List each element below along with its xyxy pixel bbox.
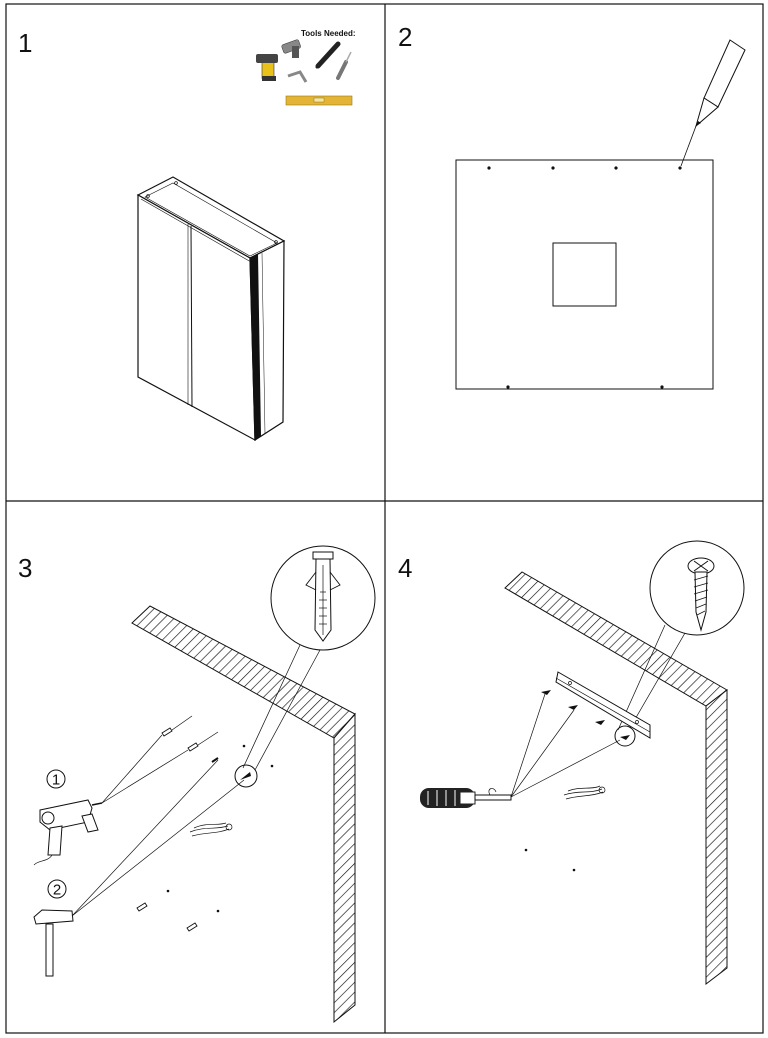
panel-step-1: 1 Tools Needed: bbox=[18, 28, 356, 442]
mounting-bracket bbox=[555, 671, 651, 739]
cable-wires-icon bbox=[189, 822, 233, 837]
step-number-2: 2 bbox=[398, 22, 412, 52]
callout-number-2: 2 bbox=[53, 882, 61, 899]
step-callout-2: 2 bbox=[47, 879, 67, 899]
medicine-cabinet-drawing bbox=[136, 176, 286, 442]
panel-step-2: 2 bbox=[398, 22, 746, 390]
screw-detail bbox=[614, 540, 745, 747]
screwdriver-icon bbox=[420, 693, 621, 808]
cable-wires-icon bbox=[563, 785, 606, 800]
spirit-level-icon bbox=[285, 95, 353, 106]
hammer-icon bbox=[33, 759, 245, 977]
wall-plug-detail bbox=[234, 545, 376, 788]
step-number-3: 3 bbox=[18, 553, 32, 583]
allen-wrench-icon bbox=[287, 70, 308, 83]
callout-number-1: 1 bbox=[52, 772, 60, 789]
drill-icon bbox=[33, 734, 189, 866]
step-number-4: 4 bbox=[398, 553, 412, 583]
power-screwdriver-icon bbox=[281, 39, 301, 58]
panel-step-4: 4 bbox=[398, 540, 745, 986]
wall-plug-icon bbox=[305, 551, 341, 642]
marker-pen-icon bbox=[315, 41, 341, 69]
wall-corner-hatched bbox=[131, 605, 356, 1024]
tools-needed: Tools Needed: bbox=[256, 29, 356, 106]
panel-step-3: 3 bbox=[18, 545, 376, 1024]
screws-on-wall bbox=[524, 690, 630, 872]
plugs-on-wall bbox=[136, 715, 274, 932]
panel-grid bbox=[5, 3, 764, 1034]
wall-corner-hatched bbox=[504, 571, 728, 986]
drill-tool-icon bbox=[256, 54, 278, 81]
tools-needed-title: Tools Needed: bbox=[301, 29, 356, 38]
screwdriver-icon bbox=[336, 51, 352, 80]
screw-icon bbox=[687, 557, 715, 632]
step-number-1: 1 bbox=[18, 28, 32, 58]
pencil-icon bbox=[680, 39, 746, 167]
marking-dots bbox=[487, 166, 682, 389]
wall-template-drawing bbox=[455, 159, 714, 390]
step-callout-1: 1 bbox=[46, 769, 66, 789]
